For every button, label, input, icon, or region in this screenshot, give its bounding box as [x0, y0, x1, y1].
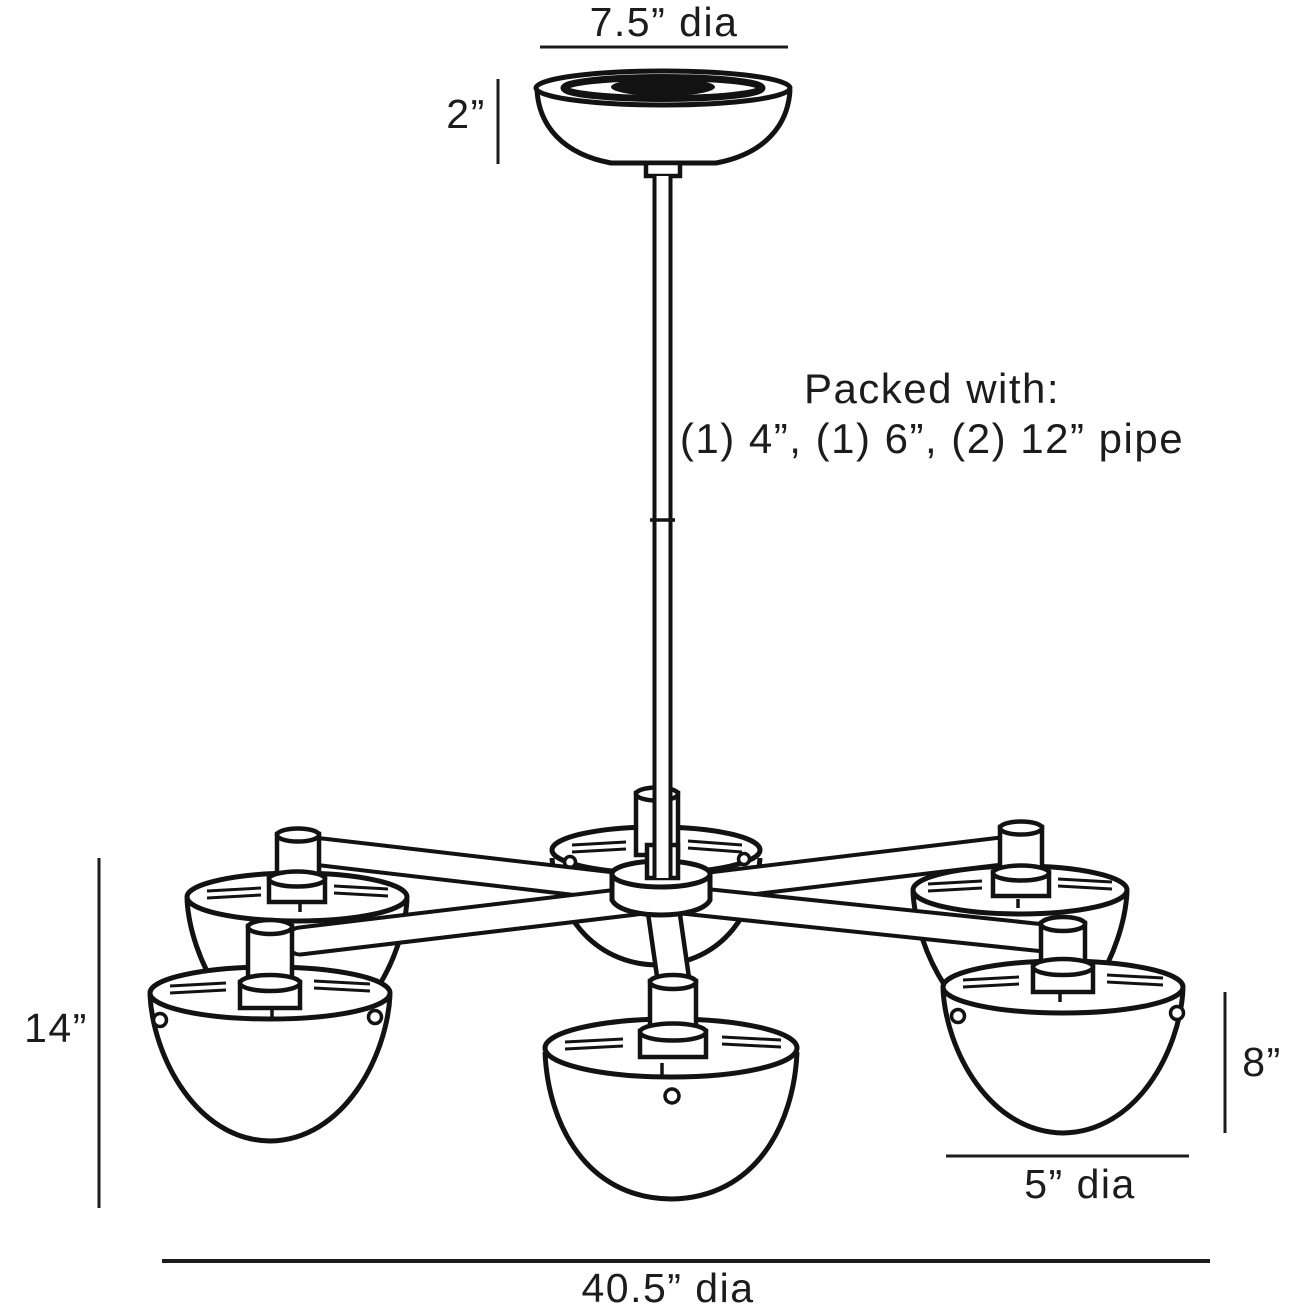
- dimension-lines: [97, 45, 1227, 1263]
- screw-icon: [1168, 1004, 1186, 1022]
- ceiling-canopy: [533, 68, 793, 179]
- label-shade-height: 8”: [1242, 1039, 1282, 1085]
- center-hub: [609, 840, 713, 918]
- screw-icon: [366, 1008, 384, 1026]
- label-shade-diameter: 5” dia: [1024, 1161, 1136, 1207]
- socket-front-right: [1030, 914, 1096, 1002]
- arm-front-left: [284, 884, 660, 957]
- arm-front-right: [666, 884, 1070, 955]
- label-canopy-diameter: 7.5” dia: [589, 0, 739, 45]
- label-canopy-height: 2”: [446, 91, 486, 137]
- downrod: [650, 176, 675, 873]
- shade-front-right: [940, 958, 1186, 1136]
- socket-front-center: [637, 972, 709, 1060]
- shade-back-spider: [571, 839, 743, 854]
- socket-front-left: [237, 917, 303, 1018]
- screw-icon: [949, 1007, 967, 1025]
- label-packed-with-title: Packed with:: [803, 365, 1061, 412]
- label-packed-with-contents: (1) 4”, (1) 6”, (2) 12” pipe: [679, 415, 1185, 462]
- canopy-collar: [643, 160, 683, 179]
- label-body-height: 14”: [24, 1005, 88, 1051]
- screw-icon: [151, 1011, 169, 1029]
- screw-icon: [736, 851, 752, 867]
- arm-upper-left: [306, 836, 664, 906]
- screw-icon: [663, 1087, 681, 1105]
- socket-upper-left: [266, 826, 328, 912]
- shade-front-left: [147, 964, 393, 1144]
- arm-upper-right: [660, 833, 1034, 906]
- label-overall-diameter: 40.5” dia: [581, 1265, 755, 1311]
- socket-upper-right: [990, 819, 1052, 908]
